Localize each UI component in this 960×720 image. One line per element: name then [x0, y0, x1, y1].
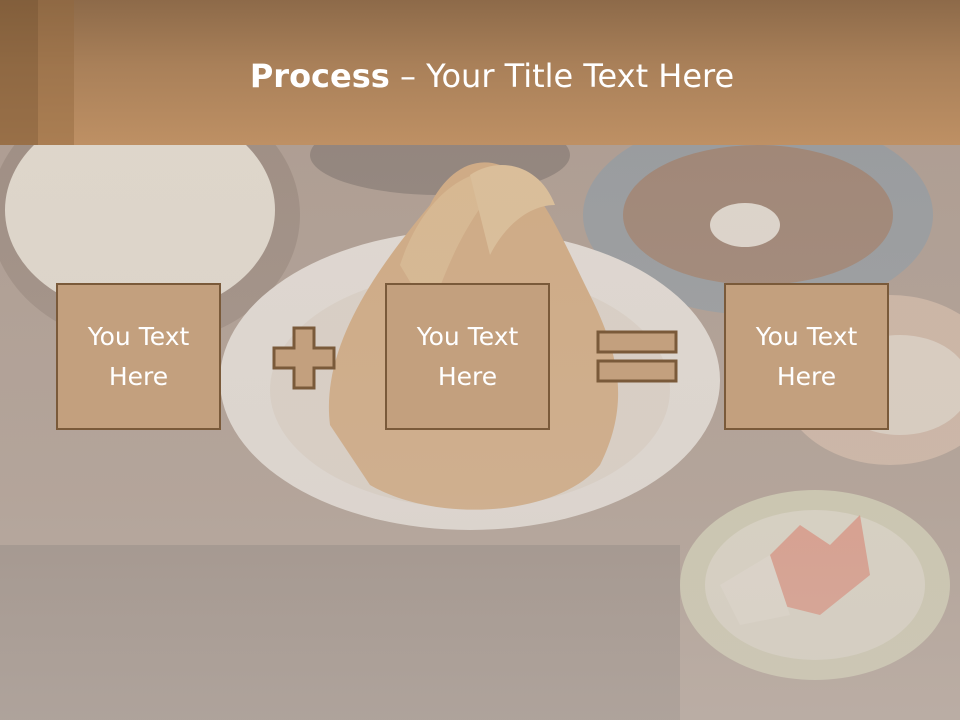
header-stripe — [38, 0, 74, 145]
step-line-2: Here — [776, 361, 837, 391]
step-text: You Text Here — [737, 317, 877, 397]
process-step-1[interactable]: You Text Here — [56, 283, 221, 430]
step-line-2: Here — [437, 361, 498, 391]
step-text: You Text Here — [69, 317, 209, 397]
background-wash — [0, 145, 960, 720]
step-text: You Text Here — [398, 317, 538, 397]
equals-icon — [596, 330, 678, 383]
step-line-1: You Text — [87, 321, 190, 351]
title-bold: Process — [249, 57, 390, 95]
step-line-1: You Text — [416, 321, 519, 351]
process-step-3[interactable]: You Text Here — [724, 283, 889, 430]
step-line-2: Here — [108, 361, 169, 391]
slide-title[interactable]: Process – Your Title Text Here — [0, 54, 960, 98]
process-step-2[interactable]: You Text Here — [385, 283, 550, 430]
header-stripe — [0, 0, 38, 145]
title-rest: – Your Title Text Here — [389, 57, 735, 95]
title-bar — [0, 0, 960, 145]
step-line-1: You Text — [755, 321, 858, 351]
plus-icon — [272, 326, 336, 390]
